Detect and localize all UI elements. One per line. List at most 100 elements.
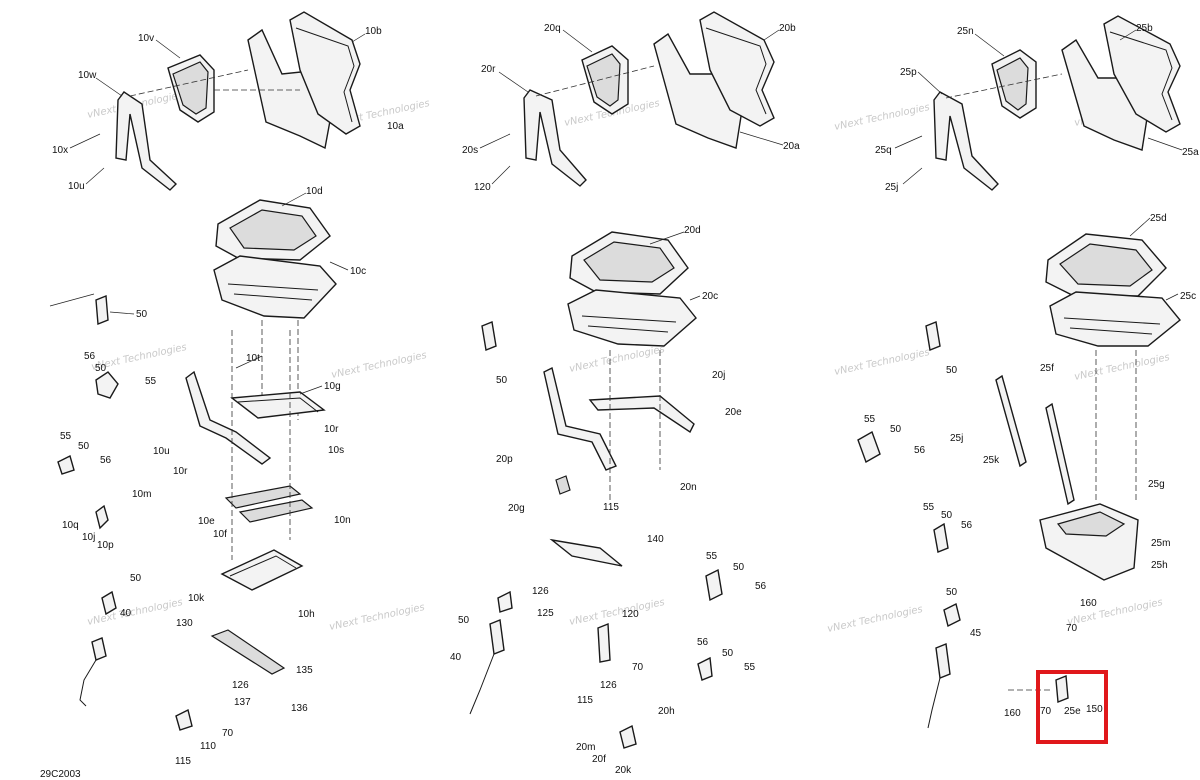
callout-55-e: 55 [864,414,876,425]
callout-40-a: 40 [120,608,132,619]
callout-10c: 10c [350,266,366,277]
base-plate-part [549,538,623,567]
callout-50-b: 50 [95,363,107,374]
callout-136: 136 [291,703,308,714]
callout-25n: 25n [957,26,974,37]
callout-140: 140 [647,534,664,545]
seat-base-assembly-3 [857,233,1181,729]
seat-support-bar-part [933,91,999,191]
callout-40-b: 40 [450,652,462,663]
belt-buckle-part [489,619,505,655]
seat-base-assembly-2 [469,231,723,749]
callout-50-d: 50 [130,573,142,584]
watermark-text: vNext Technologies [1073,352,1170,383]
callout-110: 110 [200,741,216,752]
assembly-guide-line [535,65,655,97]
callout-50-g: 50 [458,615,470,626]
assembly-guide-line [129,69,249,97]
callout-70-b: 70 [632,662,644,673]
seat-base-assembly-1 [57,199,337,731]
latch-part [597,622,611,663]
callout-50-i: 50 [946,365,958,376]
seat-cushion-top [229,209,317,251]
callouts-col3-top: 25n 25b 25p 25a 25q 25j [875,23,1199,193]
watermark-text: vNext Technologies [833,102,930,133]
callout-115-b: 115 [603,502,619,513]
callout-135: 135 [296,665,313,676]
callout-20e: 20e [725,407,742,418]
callout-20q: 20q [544,23,561,34]
callout-10w: 10w [78,70,97,81]
seat-back-seam [295,27,355,123]
callout-10r: 10r [324,424,339,435]
callout-50-l: 50 [946,587,958,598]
callouts-col1-mid: 10d 10c 50 56 50 55 10t 10g 55 50 56 10u… [49,186,366,767]
seat-pan-ribs [227,283,319,301]
callout-20n: 20n [680,482,697,493]
callout-25d: 25d [1150,213,1167,224]
callout-25c: 25c [1180,291,1196,302]
small-bracket-part [175,708,193,731]
support-leg-part [995,374,1027,468]
spring-clip-part [481,321,497,351]
callout-70-d: 70 [1040,706,1052,717]
callout-10v: 10v [138,33,154,44]
seat-back-cushion-part [1103,15,1181,133]
buckle-latch-part [101,590,117,616]
callout-25b: 25b [1136,23,1153,34]
callouts-col1-top: 10v 10b 10w 10a 10x 10u [52,26,404,192]
callout-126-b: 126 [532,586,549,597]
headrest-inner [586,53,621,107]
callout-55-b: 55 [60,431,72,442]
latch-part [95,504,109,530]
callout-20b: 20b [779,23,796,34]
callout-25g: 25g [1148,479,1165,490]
callout-70-a: 70 [222,728,234,739]
callout-10a: 10a [387,121,404,132]
callout-25j-top: 25j [885,182,898,193]
callout-10g: 10g [324,381,341,392]
callout-20j: 20j [712,370,725,381]
callout-10m: 10m [132,489,151,500]
headrest-inner [172,61,209,115]
seat-back-assembly-3 [933,15,1181,191]
callout-25e: 25e [1064,706,1081,717]
callout-10h: 10h [298,609,315,620]
base-plate-part [220,549,304,591]
callout-10d: 10d [306,186,323,197]
callout-25p: 25p [900,67,917,78]
seat-back-cushion-part [289,11,361,135]
callouts-col3-mid: 25d 25c 50 25f 25j 25k 55 50 56 25g 55 5… [864,213,1196,719]
callout-25h: 25h [1151,560,1168,571]
callout-125: 125 [537,608,554,619]
callout-126-c: 126 [600,680,617,691]
callout-20k: 20k [615,765,632,776]
belt-cable [79,659,97,707]
seat-frame-leg [185,370,272,465]
support-leg-part [1045,402,1075,506]
seat-back-assembly-2 [523,11,775,187]
belt-cable [927,677,941,729]
seat-support-bar-part [523,89,587,187]
callout-25m: 25m [1151,538,1170,549]
watermark-text: vNext Technologies [328,602,425,633]
callout-20a: 20a [783,141,800,152]
callout-50-h: 50 [722,648,734,659]
callout-120-b: 120 [622,609,639,620]
callout-10x: 10x [52,145,68,156]
seat-frame-leg [543,366,617,471]
seat-support-bar-part [115,91,178,191]
buckle-latch-part [497,590,513,613]
seat-box-top [1056,511,1126,537]
callout-10p: 10p [97,540,114,551]
seat-cushion-top [583,241,675,283]
callout-55-a: 55 [145,376,157,387]
callout-20s: 20s [462,145,478,156]
callout-50-f: 50 [733,562,745,573]
seat-pan-ribs [581,315,677,333]
callout-10k: 10k [188,593,205,604]
callout-20m: 20m [576,742,595,753]
seat-back-seam [705,27,767,115]
callout-10s: 10s [328,445,344,456]
callout-20p: 20p [496,454,513,465]
